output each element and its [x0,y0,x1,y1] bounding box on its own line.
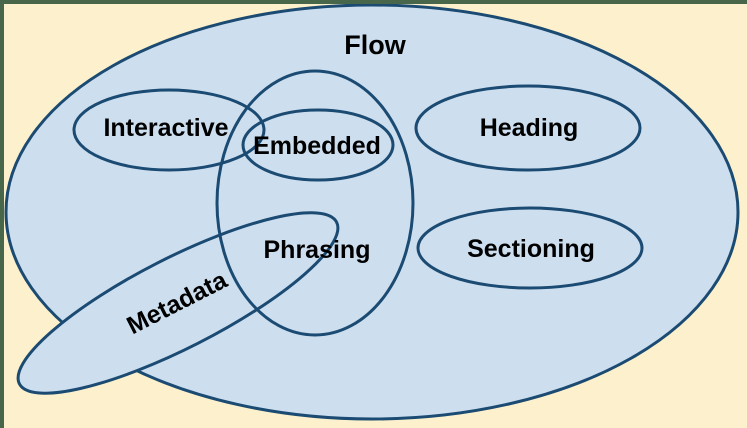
set-label-interactive: Interactive [103,114,228,142]
set-ellipse-phrasing[interactable] [215,69,415,337]
set-ellipse-sectioning[interactable] [416,206,644,290]
set-label-flow: Flow [344,30,406,60]
set-label-heading: Heading [480,114,579,142]
set-ellipse-interactive[interactable] [72,88,266,172]
set-ellipse-metadata[interactable] [0,182,357,424]
set-label-phrasing: Phrasing [264,236,371,264]
set-ellipse-heading[interactable] [414,84,642,172]
set-label-sectioning: Sectioning [467,235,595,263]
set-ellipse-embedded[interactable] [241,108,395,182]
set-label-embedded: Embedded [253,132,381,160]
